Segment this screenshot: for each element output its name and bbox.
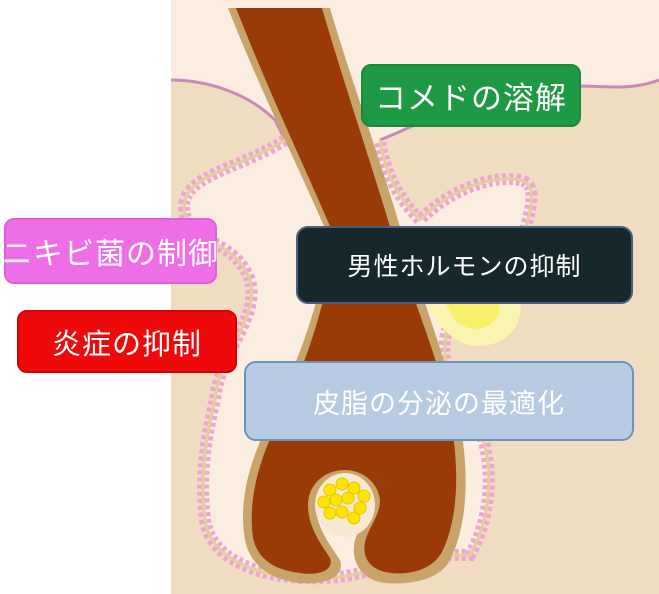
papilla-cell bbox=[357, 489, 371, 503]
sebum-optimization-label: 皮脂の分泌の最適化 bbox=[244, 361, 634, 441]
papilla-cell bbox=[317, 495, 331, 509]
papilla-cell bbox=[323, 483, 337, 497]
papilla-cell bbox=[329, 493, 343, 507]
papilla-cell bbox=[347, 481, 361, 495]
comedo-dissolution-label: コメドの溶解 bbox=[361, 64, 581, 127]
skin-surface-line bbox=[170, 78, 287, 141]
papilla-cell bbox=[353, 501, 367, 515]
papilla-cell bbox=[323, 506, 337, 520]
acne-bacteria-control-label: ニキビ菌の制御 bbox=[2, 218, 218, 284]
papilla-cell bbox=[347, 511, 361, 525]
papilla-cell bbox=[341, 491, 355, 505]
papilla-cell bbox=[335, 505, 349, 519]
papilla-cells bbox=[317, 477, 371, 525]
papilla-cell bbox=[335, 477, 349, 491]
male-hormone-suppression-label: 男性ホルモンの抑制 bbox=[296, 226, 633, 304]
inflammation-suppression-label: 炎症の抑制 bbox=[17, 310, 237, 373]
